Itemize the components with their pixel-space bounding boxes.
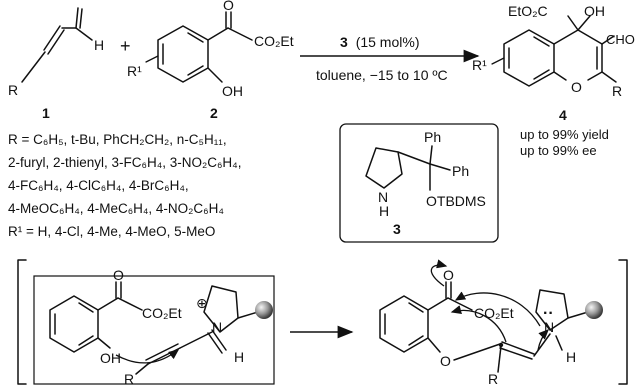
- mech-right-enamine-n: N: [544, 319, 554, 335]
- mech-left-vinyl-h: H: [234, 349, 244, 365]
- svg-text:3 (15 mol%): 3 (15 mol%): [340, 34, 419, 50]
- product-4-ester: EtO₂C: [508, 3, 548, 19]
- compound-1-number: 1: [42, 105, 50, 121]
- catalyst-phenyl-2: Ph: [452, 163, 469, 179]
- product-4-number: 4: [559, 107, 567, 123]
- plus-sign: +: [120, 36, 131, 56]
- scope-r-line-2: 2-furyl, 2-thienyl, 3-FC₆H₄, 3-NO₂C₆H₄,: [8, 155, 241, 170]
- compound-2-hydroxyl: OH: [222, 83, 243, 99]
- product-4-aldehyde: CHO: [606, 32, 635, 47]
- catalyst-sphere: [255, 301, 273, 319]
- compound-2-number: 2: [210, 105, 218, 121]
- catalyst-sphere-right: [585, 301, 603, 319]
- product-4-substituent-r: R: [612, 83, 622, 99]
- catalyst-loading: (15 mol%): [356, 34, 420, 50]
- allene-center-dot: [498, 342, 504, 348]
- reaction-arrow: 3 (15 mol%) toluene, −15 to 10 ºC: [300, 34, 480, 83]
- mech-right-carbonyl-o: O: [443, 267, 454, 283]
- mech-right-vinyl-h: H: [566, 349, 576, 365]
- catalyst-silyl-ether: OTBDMS: [426, 193, 486, 209]
- scope-r-line-4: 4-MeOC₆H₄, 4-MeC₆H₄, 4-NO₂C₆H₄: [8, 201, 224, 216]
- mech-right-ester: CO₂Et: [474, 305, 514, 321]
- catalyst-nh: N: [378, 189, 388, 205]
- compound-1-alkynal: R H 1: [8, 7, 104, 121]
- scope-r1-line: R¹ = H, 4-Cl, 4-Me, 4-MeO, 5-MeO: [8, 224, 215, 239]
- compound-1-aldehyde-h: H: [94, 37, 104, 53]
- mech-right-lone-pair: ··: [543, 305, 554, 322]
- mech-left-substituent-r: R: [124, 371, 134, 386]
- mech-left-carbonyl-o: O: [113, 267, 124, 283]
- compound-2-ketoester: O CO₂Et OH R¹ 2: [127, 0, 294, 121]
- mech-left-charge: ⊕: [196, 295, 208, 311]
- result-yield: up to 99% yield: [520, 127, 609, 142]
- mech-left-hydroxyl: OH: [100, 350, 121, 366]
- catalyst-nh-h: H: [379, 203, 389, 219]
- reaction-conditions: toluene, −15 to 10 ºC: [316, 67, 448, 83]
- compound-2-substituent-r1: R¹: [127, 63, 142, 79]
- compound-1-substituent-r: R: [8, 82, 18, 98]
- product-4-hydroxyl: OH: [584, 3, 605, 19]
- mechanism-left-iminium: O CO₂Et OH ⊕ N H R: [33, 267, 275, 386]
- catalyst-number: 3: [393, 221, 401, 237]
- scope-r-line-1: R = C₆H₅, t-Bu, PhCH₂CH₂, n-C₅H₁₁,: [8, 132, 227, 147]
- mech-right-ether-o: O: [440, 353, 451, 369]
- compound-2-ester: CO₂Et: [254, 33, 294, 49]
- substrate-scope: R = C₆H₅, t-Bu, PhCH₂CH₂, n-C₅H₁₁, 2-fur…: [8, 132, 241, 239]
- mechanism-bracket: [17, 259, 628, 385]
- product-4-chromene: EtO₂C OH CHO O R R¹ 4 up to 99% yield up…: [472, 3, 635, 158]
- mech-left-iminium-n: N: [212, 319, 222, 335]
- catalyst-phenyl-1: Ph: [424, 129, 441, 145]
- result-ee: up to 99% ee: [520, 143, 597, 158]
- catalyst-3-box: N H Ph Ph OTBDMS 3: [339, 123, 499, 243]
- catalyst-loading-number: 3: [340, 34, 348, 50]
- scope-r-line-3: 4-FC₆H₄, 4-ClC₆H₄, 4-BrC₆H₄,: [8, 178, 189, 193]
- product-4-substituent-r1: R¹: [472, 57, 487, 73]
- product-4-ring-o: O: [571, 79, 582, 95]
- compound-2-carbonyl-o: O: [223, 0, 234, 13]
- mechanism-right-allene: O CO₂Et O R H N ··: [379, 259, 603, 386]
- mech-left-ester: CO₂Et: [142, 305, 182, 321]
- mech-right-substituent-r: R: [488, 371, 498, 386]
